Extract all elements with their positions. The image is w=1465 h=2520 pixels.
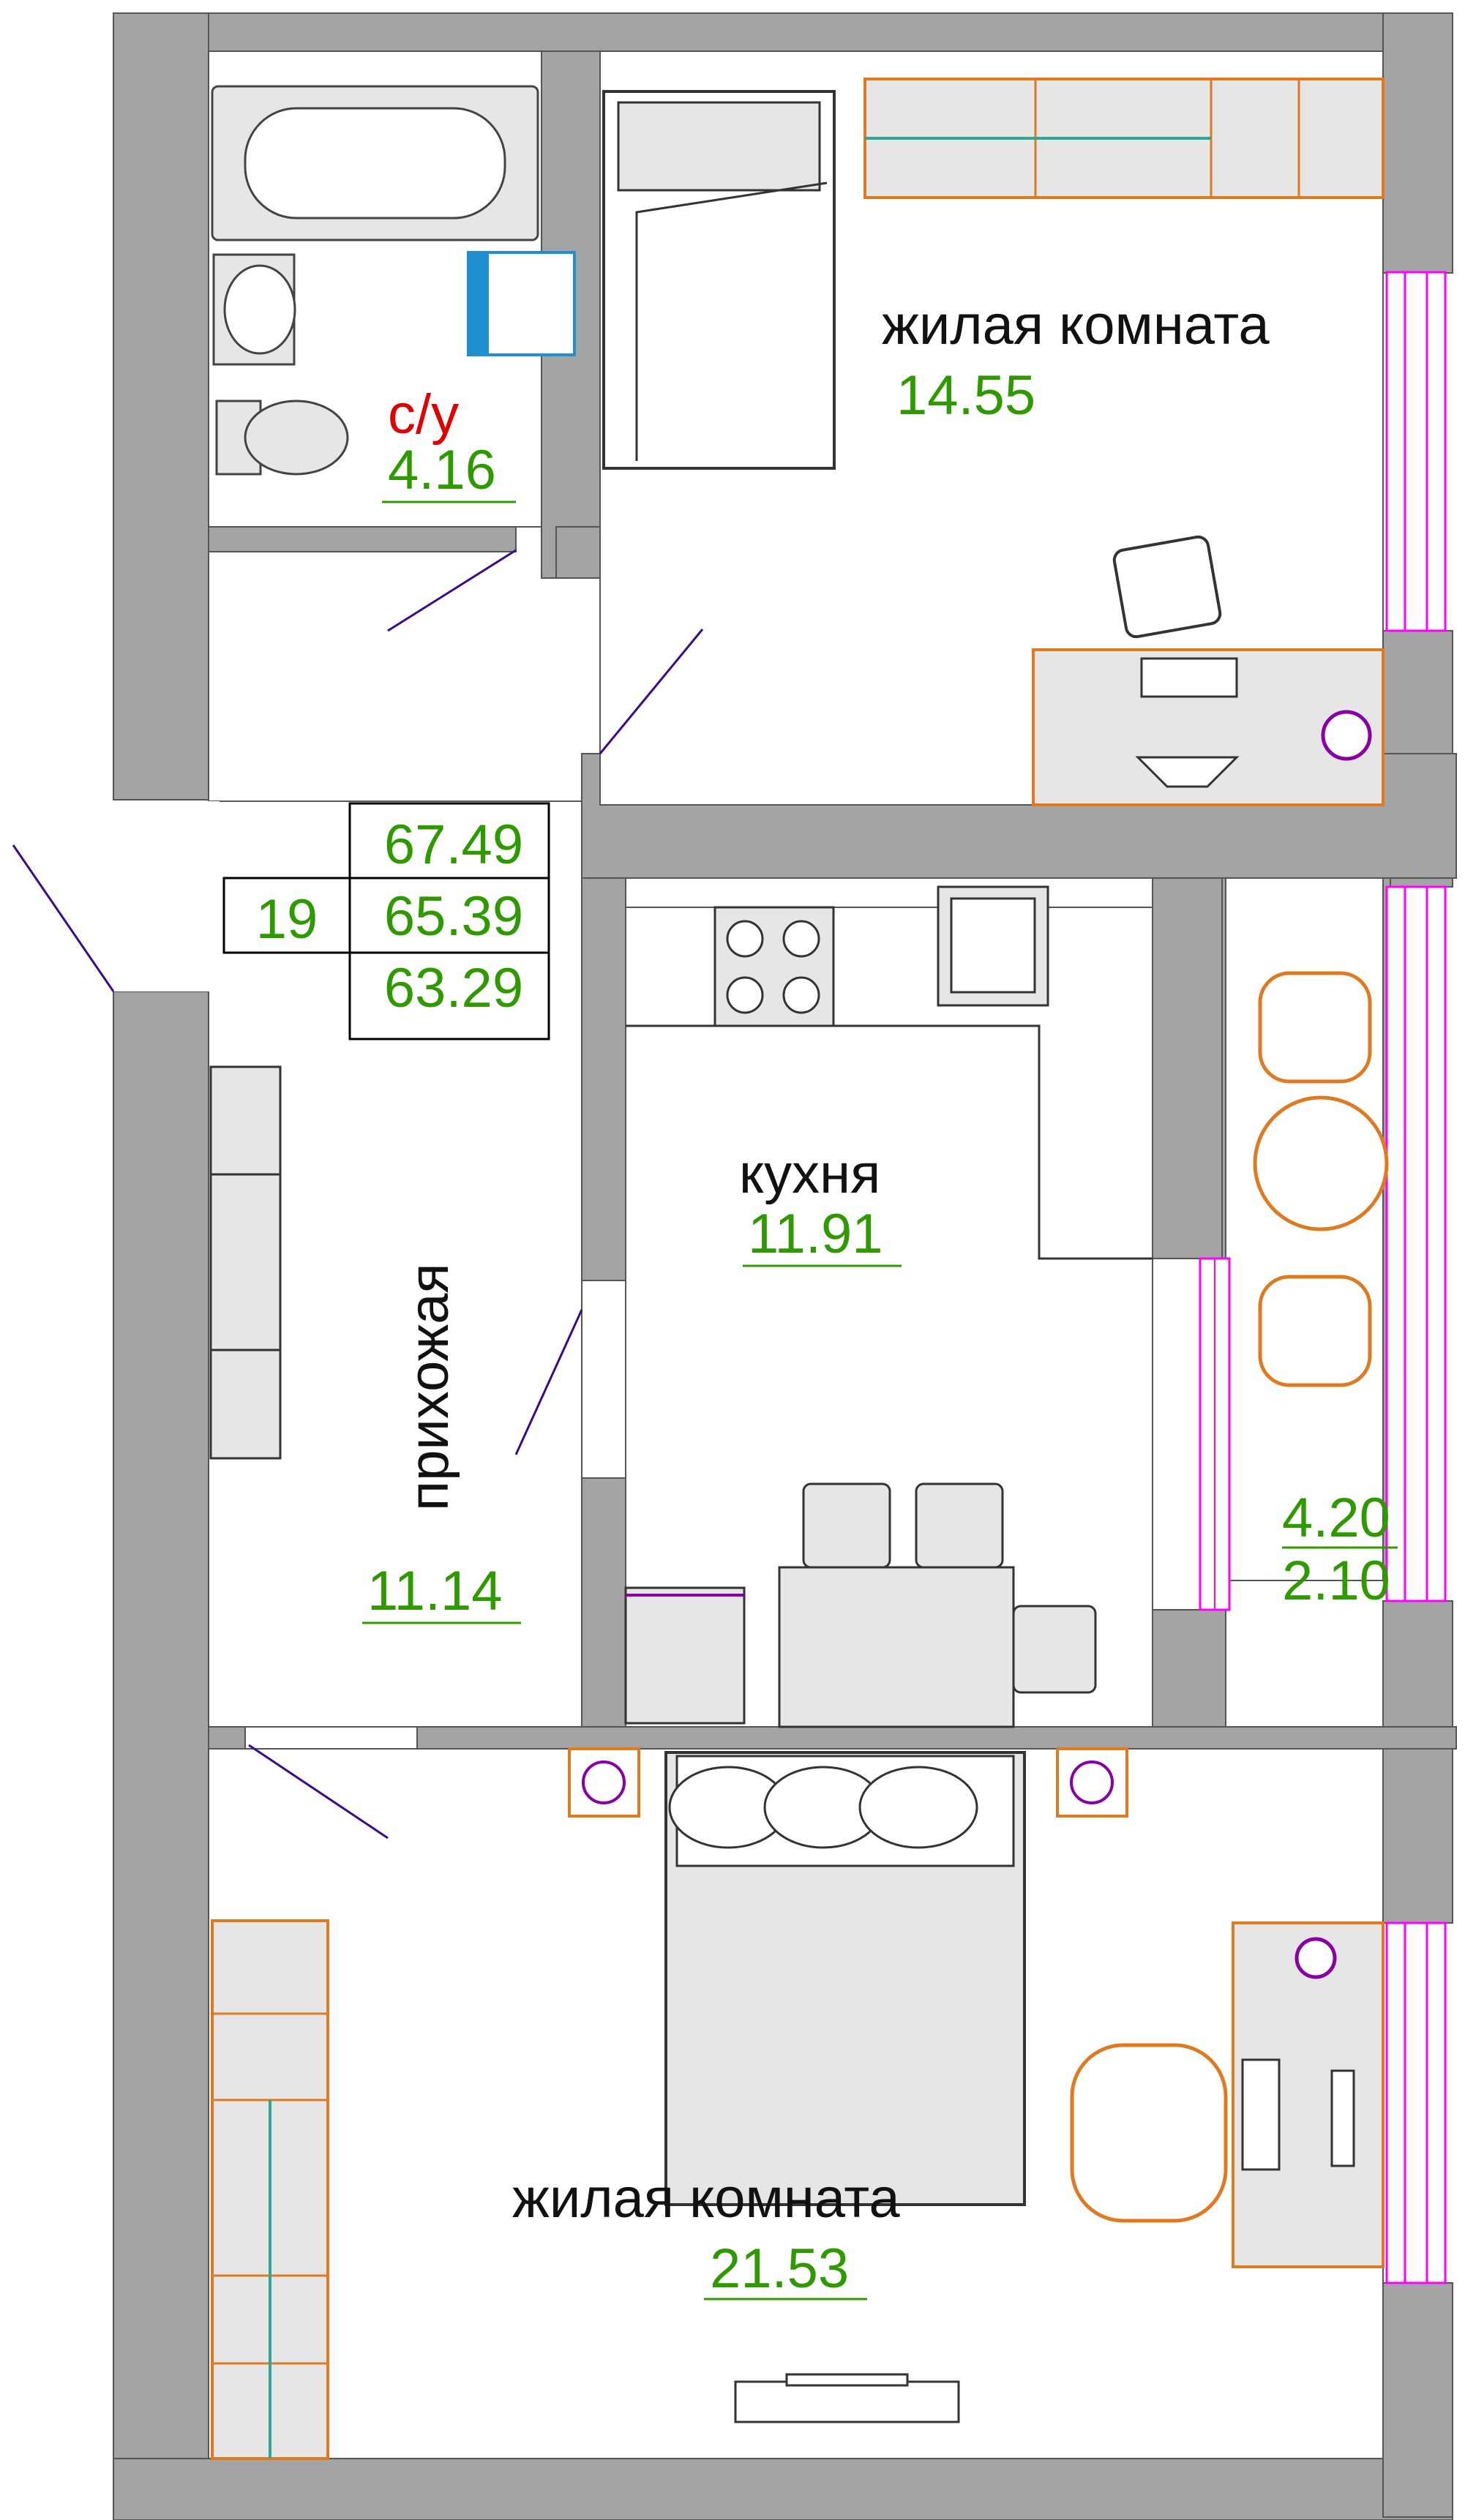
- washing-machine-icon: [467, 251, 576, 356]
- window: [1385, 885, 1447, 1602]
- pillow-icon: [858, 1766, 978, 1849]
- area-summary-table: 19 67.49 65.39 63.29: [222, 802, 550, 1040]
- wall-segment: [1152, 1609, 1226, 1742]
- wardrobe-icon: [211, 1919, 329, 2460]
- wall-segment: [1152, 877, 1226, 1259]
- bathroom-name: с/у: [388, 383, 459, 446]
- apartment-number: 19: [256, 888, 318, 950]
- area-living: 63.29: [384, 957, 523, 1019]
- windows: [1199, 271, 1447, 2284]
- kitchen-counter: [626, 1024, 1153, 1260]
- nightstand-icon: [1056, 1747, 1128, 1818]
- monitor-icon: [1330, 2069, 1355, 2167]
- wall-segment: [113, 991, 209, 2510]
- bathtub-icon: [211, 85, 539, 241]
- armchair-icon: [1258, 971, 1372, 1084]
- dining-chair-icon: [1012, 1605, 1097, 1694]
- wall-segment: [113, 2458, 1453, 2520]
- balcony-door-window: [1199, 1257, 1231, 1611]
- armchair-icon: [1258, 1275, 1372, 1387]
- furniture: [209, 78, 1389, 2460]
- area-total: 67.49: [384, 814, 523, 876]
- dining-chair-icon: [915, 1482, 1004, 1569]
- nightstand-icon: [568, 1747, 640, 1818]
- double-bed-icon: [664, 1751, 1026, 2206]
- balcony-area-full: 4.20: [1282, 1487, 1390, 1549]
- wardrobe-icon: [209, 1065, 282, 1460]
- kitchen-counter-strip: [625, 877, 1153, 908]
- wall-segment: [555, 526, 601, 579]
- bedroom-top-area: 14.55: [896, 364, 1035, 427]
- bed-icon: [602, 90, 836, 470]
- hallway-name: прихожая: [398, 1263, 460, 1511]
- sink-icon: [212, 253, 296, 366]
- fridge-icon: [624, 1586, 746, 1725]
- desk-icon: [1232, 1921, 1385, 2268]
- bedroom-main-area: 21.53: [710, 2238, 849, 2300]
- wall-segment: [208, 526, 517, 552]
- window: [1385, 1921, 1447, 2284]
- area-mid: 65.39: [384, 885, 523, 948]
- bedroom-main-name: жилая комната: [512, 2167, 900, 2230]
- wall-segment: [1382, 12, 1453, 274]
- door-swing-line: [12, 844, 115, 992]
- bathroom-area: 4.16: [388, 439, 496, 501]
- hallway-area: 11.14: [367, 1560, 503, 1622]
- wall-segment: [1382, 2282, 1453, 2518]
- bedroom-top-name: жилая комната: [882, 294, 1270, 356]
- dining-table-icon: [778, 1566, 1015, 1728]
- armchair-icon: [1070, 2043, 1228, 2223]
- door-swing-line: [599, 629, 704, 754]
- kitchen-name: кухня: [739, 1143, 880, 1205]
- door-swing-line: [248, 1744, 389, 1840]
- lamp-icon: [1294, 1937, 1337, 1979]
- toilet-icon: [215, 400, 349, 476]
- wall-segment: [113, 12, 1453, 56]
- desk-icon: [1032, 648, 1385, 806]
- wall-segment: [113, 12, 209, 800]
- wardrobe-icon: [863, 78, 1385, 199]
- wall-segment: [581, 1477, 626, 1735]
- office-chair-icon: [1112, 535, 1222, 639]
- door-swing-line: [387, 549, 517, 632]
- kitchen-area: 11.91: [748, 1203, 883, 1265]
- lamp-icon: [1321, 710, 1372, 761]
- stove-icon: [713, 906, 835, 1027]
- sink-icon: [937, 885, 1049, 1007]
- wall-segment: [1382, 1600, 1453, 1924]
- keyboard-icon: [1140, 657, 1238, 698]
- window: [1385, 271, 1447, 632]
- balcony-area-reduced: 2.10: [1282, 1550, 1390, 1612]
- dining-chair-icon: [802, 1482, 891, 1569]
- keyboard-icon: [1241, 2058, 1281, 2171]
- door-swing-line: [514, 1309, 583, 1455]
- tv-icon: [734, 2373, 960, 2423]
- wall-segment: [208, 1726, 246, 1750]
- round-table-icon: [1253, 1095, 1389, 1231]
- wall-segment: [416, 1726, 1457, 1750]
- door-swings: [12, 549, 704, 1840]
- monitor-icon: [1135, 756, 1240, 788]
- entrance-opening: [102, 801, 220, 991]
